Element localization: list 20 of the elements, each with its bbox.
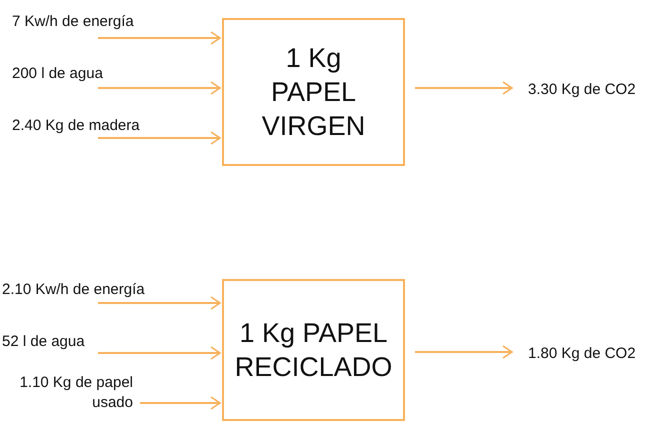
box-label: 1 Kg PAPEL VIRGEN [262, 42, 366, 143]
arrow [98, 346, 221, 360]
arrow [98, 31, 221, 45]
arrow [98, 296, 221, 310]
process-box [222, 279, 405, 421]
arrow [415, 81, 513, 95]
edge-label: 52 l de agua [2, 332, 85, 352]
box-label: 1 Kg PAPEL RECICLADO [234, 317, 394, 384]
arrow [98, 81, 221, 95]
edge-label: 2.40 Kg de madera [12, 116, 140, 136]
process-box [222, 18, 405, 166]
edge-label: 7 Kw/h de energía [12, 12, 134, 32]
edge-label: 2.10 Kw/h de energía [2, 280, 145, 300]
edge-label: 200 l de agua [12, 64, 103, 84]
arrow [140, 396, 221, 410]
arrow [98, 131, 221, 145]
edge-label: 1.10 Kg de papel usado [18, 373, 133, 413]
edge-label: 3.30 Kg de CO2 [528, 80, 636, 100]
arrow [415, 345, 513, 359]
edge-label: 1.80 Kg de CO2 [528, 344, 636, 364]
